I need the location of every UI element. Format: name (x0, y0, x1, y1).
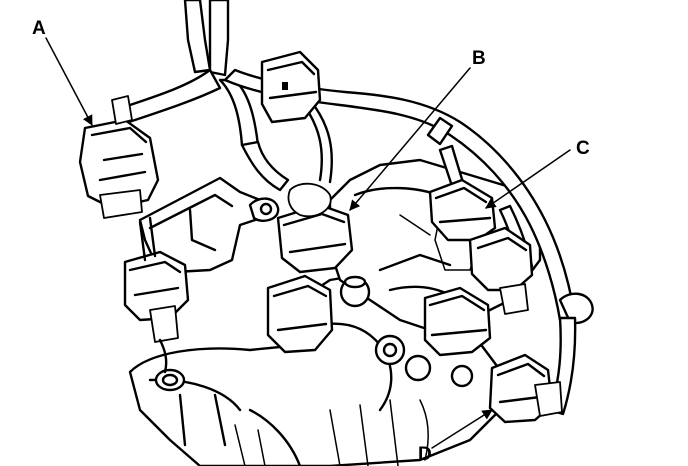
harness-bracket (138, 176, 280, 274)
leader-d (431, 409, 493, 449)
wire-harness (116, 0, 594, 416)
callout-leaders (45, 37, 571, 449)
connector-left-lower (123, 216, 190, 374)
callout-label-d: D (418, 444, 432, 465)
connector-d (488, 353, 563, 424)
connector-a (78, 95, 160, 219)
callout-label-a: A (32, 18, 46, 39)
connector-c (428, 178, 534, 315)
connector-top-center (260, 50, 322, 124)
connector-center (266, 274, 474, 388)
connector-b (276, 182, 354, 274)
leader-b (349, 67, 471, 211)
callout-label-c: C (576, 138, 590, 159)
leader-a (45, 37, 93, 126)
connector-lower-middle (423, 286, 492, 357)
leader-c (485, 149, 571, 209)
callout-label-b: B (472, 48, 486, 69)
